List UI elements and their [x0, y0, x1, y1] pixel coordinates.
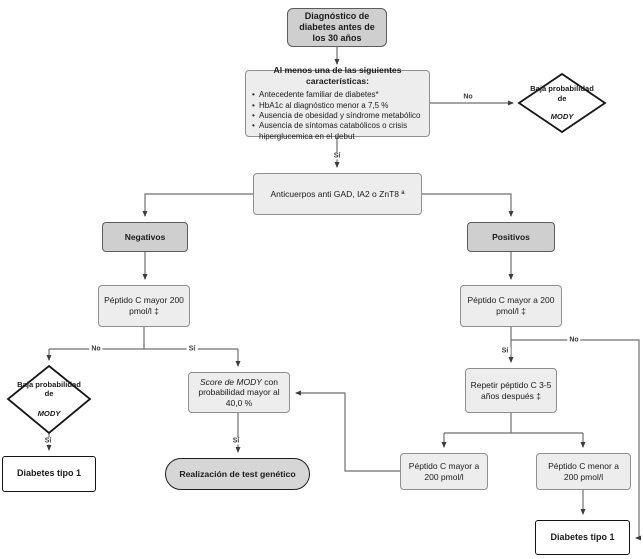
criteria-list: Antecedente familiar de diabetes* HbA1c … [252, 90, 423, 142]
node-positives: Positivos [467, 222, 555, 252]
edge-label-yes: Sí [42, 437, 54, 445]
node-negatives: Negativos [102, 222, 188, 252]
node-criteria: Al menos una de las siguientes caracterí… [245, 65, 430, 141]
criteria-item: HbA1c al diagnóstico menor a 7,5 % [252, 101, 423, 112]
node-genetic-test: Realización de test genético [165, 458, 310, 490]
node-mody-score: Score de MODY con probabilidad mayor al … [188, 372, 290, 413]
edge-label-yes: Sí [186, 345, 198, 353]
node-repeat-peptide: Repetir péptido C 3-5 años después ‡ [465, 368, 557, 413]
node-peptide-right: Péptido C mayor a 200 pmol/l ‡ [460, 285, 562, 327]
node-diabetes-type1-right: Diabetes tipo 1 [535, 520, 630, 555]
criteria-title: Al menos una de las siguientes caracterí… [273, 64, 402, 86]
diamond-text: Baja probabilidad de [530, 84, 594, 103]
edge-label-yes: Sí [499, 347, 511, 355]
node-peptide-high-followup: Péptido C mayor a 200 pmol/l [400, 453, 488, 490]
node-start: Diagnóstico de diabetes antes de los 30 … [287, 8, 387, 47]
diamond-text: Baja probabilidad de [17, 379, 81, 399]
node-peptide-left: Péptido C mayor 200 pmol/l ‡ [98, 285, 190, 327]
criteria-item: Ausencia de obesidad y síndrome metabóli… [252, 111, 423, 122]
diamond-low-mody-left [6, 364, 92, 435]
node-diabetes-type1-left: Diabetes tipo 1 [2, 456, 96, 492]
diamond-low-mody-top [517, 72, 607, 134]
diamond-text-italic: MODY [550, 112, 574, 122]
node-antibodies: Anticuerpos anti GAD, IA2 o ZnT8 ª [253, 173, 422, 215]
score-text: Score de MODY con probabilidad mayor al … [198, 376, 280, 408]
edge-label-yes: Sí [230, 437, 242, 445]
node-low-mody-probability-top: Baja probabilidad de MODY [525, 80, 599, 126]
edge-label-no: No [461, 93, 475, 101]
edge-label-no: No [89, 345, 103, 353]
edge-label-yes: Sí [331, 152, 343, 160]
criteria-item: Antecedente familiar de diabetes* [252, 90, 423, 101]
node-low-mody-probability-left: Baja probabilidad de MODY [13, 375, 85, 423]
node-peptide-low-followup: Péptido C menor a 200 pmol/l [536, 453, 631, 490]
diamond-text-italic: MODY [37, 408, 61, 418]
criteria-item: Ausencia de síntomas catabólicos o crisi… [252, 121, 423, 142]
edge-label-no: No [567, 336, 581, 344]
